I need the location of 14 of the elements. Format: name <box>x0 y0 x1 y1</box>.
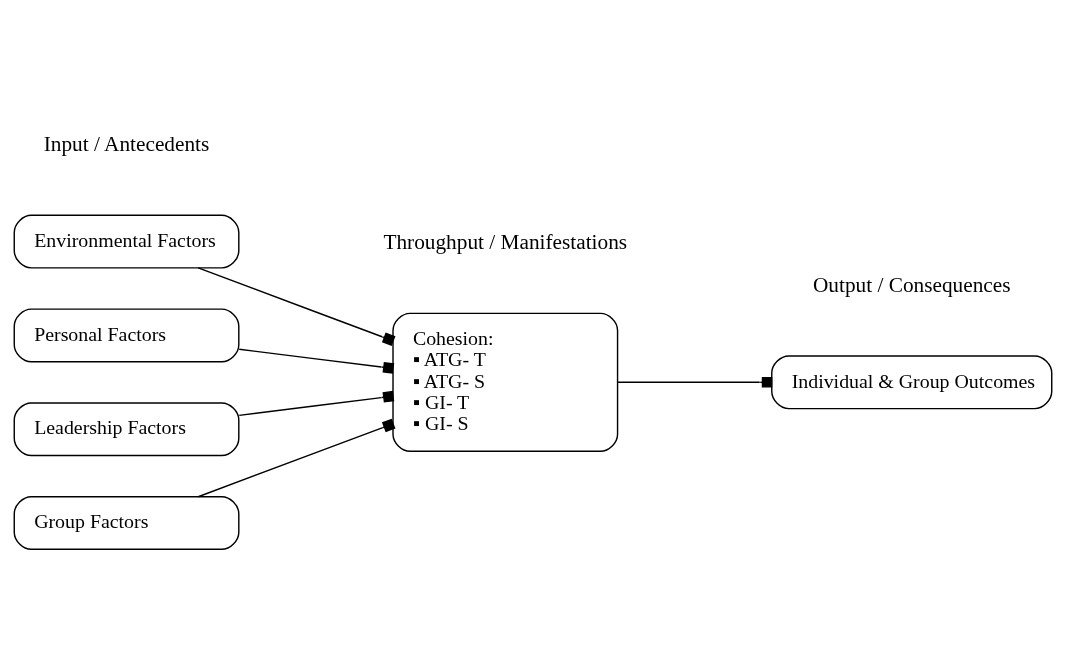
node-box: Individual & Group Outcomes <box>771 355 1053 410</box>
connector <box>197 267 396 346</box>
connector <box>238 348 395 374</box>
node-box: Leadership Factors <box>13 402 240 457</box>
connector <box>197 418 396 498</box>
connector <box>238 390 395 417</box>
connector <box>617 377 773 388</box>
label: Throughput / Manifestations <box>383 230 628 255</box>
label: Input / Antecedents <box>43 132 210 157</box>
node-box: Cohesion: ▪ ATG- T ▪ ATG- S ▪ GI- T ▪ GI- S <box>392 312 619 452</box>
label: Output / Consequences <box>812 273 1011 298</box>
node-box: Group Factors <box>13 496 240 551</box>
node-box: Personal Factors <box>13 308 240 363</box>
node-box: Environmental Factors <box>13 214 240 269</box>
